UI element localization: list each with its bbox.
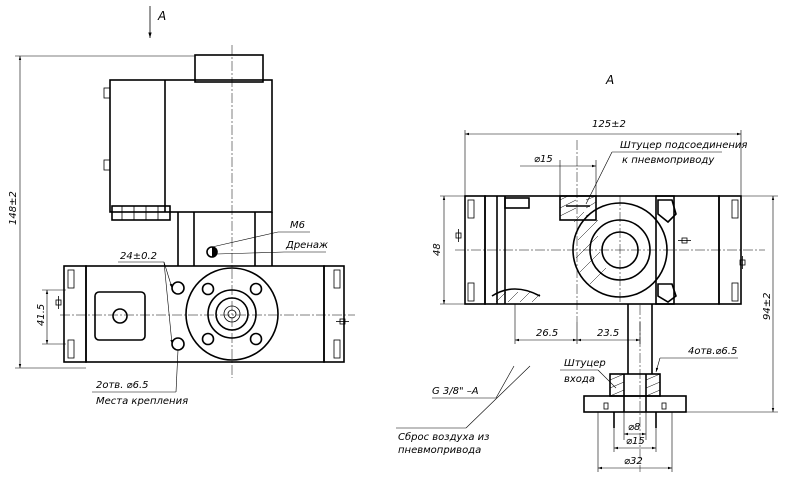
holes-text: 2отв. ⌀6.5: [96, 380, 148, 391]
dim-d8-text: ⌀8: [628, 422, 640, 433]
thread-m6-text: M6: [290, 220, 305, 231]
view-a-body: [455, 140, 765, 472]
dim-d32: ⌀32: [597, 412, 673, 472]
dim-d8: ⌀8: [623, 412, 647, 440]
dim-height-left-text: 48: [432, 243, 443, 256]
dim-mount-spacing-text: 24±0.2: [120, 251, 157, 262]
leader-drain: Дренаж: [216, 240, 328, 255]
inlet-label-line2: входа: [564, 374, 595, 385]
view-a-symbols: [455, 229, 746, 269]
leader-4holes: 4отв.⌀6.5: [655, 346, 738, 373]
dim-port-text: ⌀15: [534, 154, 553, 165]
leader-inlet: Штуцер входа: [560, 358, 617, 389]
dim-total-height-text: 148±2: [8, 191, 19, 225]
dim-width: 125±2: [464, 119, 742, 196]
valve-body: [63, 246, 345, 363]
dim-26-5-text: 26.5: [536, 328, 558, 339]
dim-body-height-text: 41.5: [36, 304, 47, 326]
dim-height-right: 94±2: [686, 195, 778, 413]
leader-thread: G 3/8" –A: [432, 365, 515, 399]
dim-mount-spacing: 24±0.2: [118, 251, 173, 345]
dim-port: ⌀15: [520, 154, 597, 196]
dim-23-5-text: 23.5: [597, 328, 619, 339]
view-arrow: A: [148, 6, 166, 38]
dim-height-right-text: 94±2: [762, 293, 773, 320]
port-symbols: [55, 296, 349, 325]
leader-exhaust: Сброс воздуха из пневмопривода: [396, 365, 531, 456]
dim-26-5: 26.5: [514, 304, 578, 344]
port-label-line1: Штуцер подсоединения: [620, 140, 747, 151]
thread-g38-text: G 3/8" –A: [432, 386, 479, 397]
port-label-line2: к пневмоприводу: [622, 155, 715, 166]
dim-d15-text: ⌀15: [626, 436, 645, 447]
view-a-title: A: [605, 73, 614, 87]
leader-m6: M6: [211, 220, 310, 248]
exhaust-label-line1: Сброс воздуха из: [398, 431, 490, 443]
dim-23-5: 23.5: [577, 322, 641, 344]
dim-height-left: 48: [432, 195, 465, 305]
leader-holes: 2отв. ⌀6.5 Места крепления: [92, 349, 188, 407]
leader-port: Штуцер подсоединения к пневмоприводу: [585, 140, 747, 205]
mount-text: Места крепления: [96, 396, 188, 407]
dim-d15: ⌀15: [613, 428, 657, 452]
dim-width-text: 125±2: [592, 119, 626, 130]
dim-total-height: 148±2: [8, 55, 195, 369]
front-view: A: [8, 6, 355, 407]
dim-d32-text: ⌀32: [624, 456, 643, 467]
exhaust-label-line2: пневмопривода: [398, 445, 481, 456]
view-a: A: [396, 73, 778, 472]
drain-text: Дренаж: [285, 240, 328, 251]
inlet-label-line1: Штуцер: [564, 358, 606, 369]
dim-body-height: 41.5: [36, 289, 66, 345]
holes-4-text: 4отв.⌀6.5: [688, 346, 737, 357]
solenoid-coil: [103, 54, 273, 266]
view-arrow-label: A: [157, 9, 166, 23]
